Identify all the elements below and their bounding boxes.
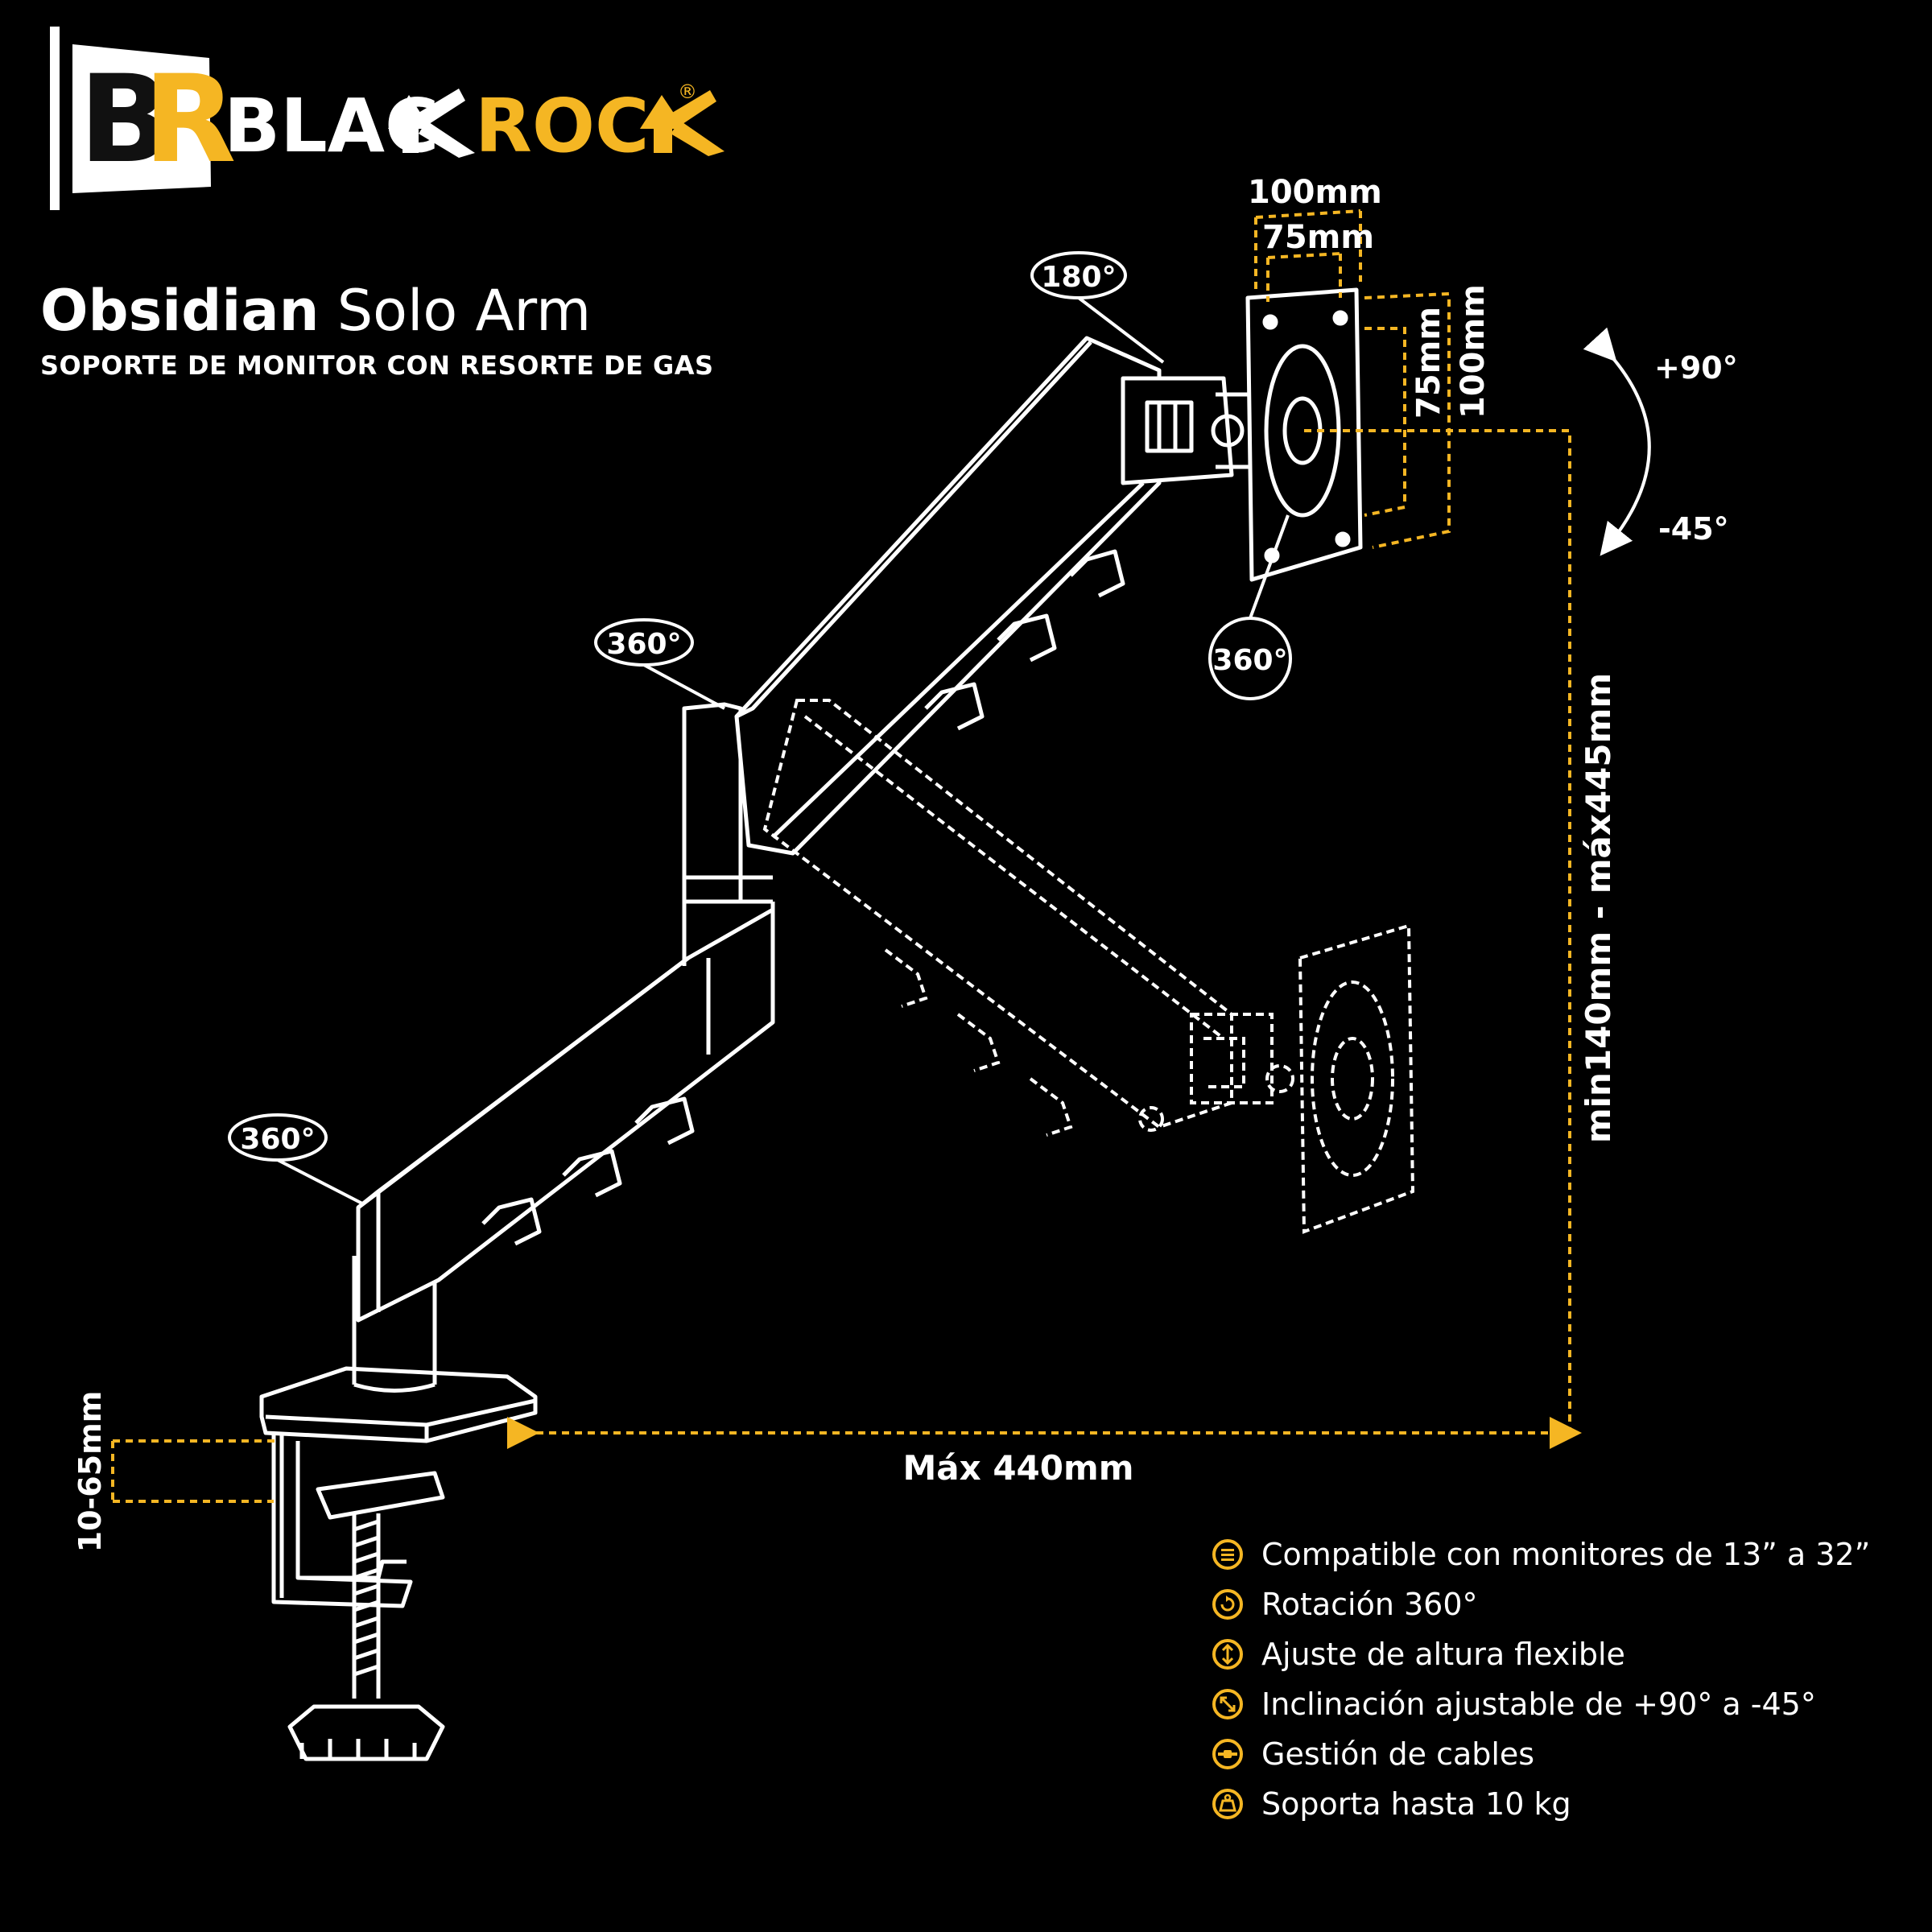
product-subtitle: SOPORTE DE MONITOR CON RESORTE DE GAS <box>40 350 714 381</box>
clamp-thickness-label: 10-65mm <box>72 1391 108 1553</box>
product-name-bold: Obsidian <box>40 278 320 344</box>
feature-label: Rotación 360° <box>1261 1587 1478 1622</box>
height-adjust-icon <box>1212 1639 1243 1670</box>
brand-logo: B R BLAC ROC ® <box>50 27 724 210</box>
feature-label: Ajuste de altura flexible <box>1261 1637 1625 1672</box>
product-title: Obsidian Solo Arm <box>40 278 591 344</box>
weight-icon <box>1212 1789 1243 1819</box>
vesa-75-vertical-label: 75mm <box>1410 307 1447 419</box>
rotation-top-label: 180° <box>1041 261 1116 294</box>
arm-drawing <box>259 287 1363 1761</box>
height-range-label: min140mm - máx445mm <box>1579 673 1618 1143</box>
rotation-badge-base <box>228 1113 363 1205</box>
rotation-badge-elbow <box>594 618 725 710</box>
tilt-icon <box>1212 1689 1243 1719</box>
rotation-icon <box>1212 1589 1243 1620</box>
rotation-badge-head <box>1208 514 1292 700</box>
rotation-badge-top <box>1030 251 1165 364</box>
feature-item: Ajuste de altura flexible <box>1212 1629 1920 1679</box>
rotation-base-label: 360° <box>240 1123 315 1156</box>
vesa-100-horizontal-label: 100mm <box>1248 174 1382 211</box>
feature-item: Rotación 360° <box>1212 1579 1920 1629</box>
arm-drawing-alternate-position <box>762 699 1415 1234</box>
reach-label: Máx 440mm <box>902 1448 1133 1488</box>
brand-k-arrow-icon <box>388 89 475 158</box>
feature-item: Gestión de cables <box>1212 1729 1920 1779</box>
rotation-head-label: 360° <box>1212 644 1287 677</box>
feature-item: Soporta hasta 10 kg <box>1212 1779 1920 1829</box>
rotation-elbow-label: 360° <box>606 628 681 661</box>
brand-registered-mark: ® <box>678 80 697 103</box>
vesa-75-horizontal-label: 75mm <box>1262 219 1374 256</box>
cable-icon <box>1212 1739 1243 1769</box>
brand-k-arrow-icon-accent <box>640 90 724 156</box>
vesa-100-vertical-label: 100mm <box>1455 284 1492 419</box>
brand-monogram: B <box>79 50 171 190</box>
brand-name-part2: ROC <box>475 83 650 169</box>
feature-label: Gestión de cables <box>1261 1736 1535 1772</box>
feature-list: Compatible con monitores de 13” a 32” Ro… <box>1212 1530 1920 1829</box>
feature-item: Compatible con monitores de 13” a 32” <box>1212 1530 1920 1579</box>
monitor-size-icon <box>1212 1539 1243 1570</box>
feature-item: Inclinación ajustable de +90° a -45° <box>1212 1679 1920 1729</box>
tilt-down-label: -45° <box>1658 511 1729 547</box>
feature-label: Compatible con monitores de 13” a 32” <box>1261 1537 1871 1572</box>
feature-label: Inclinación ajustable de +90° a -45° <box>1261 1686 1816 1722</box>
tilt-up-label: +90° <box>1654 350 1738 386</box>
dimension-lines <box>111 209 1582 1503</box>
feature-label: Soporta hasta 10 kg <box>1261 1786 1571 1822</box>
tilt-arc-icon <box>1583 327 1651 556</box>
product-name-light: Solo Arm <box>336 278 592 344</box>
svg-text:R: R <box>143 50 237 190</box>
